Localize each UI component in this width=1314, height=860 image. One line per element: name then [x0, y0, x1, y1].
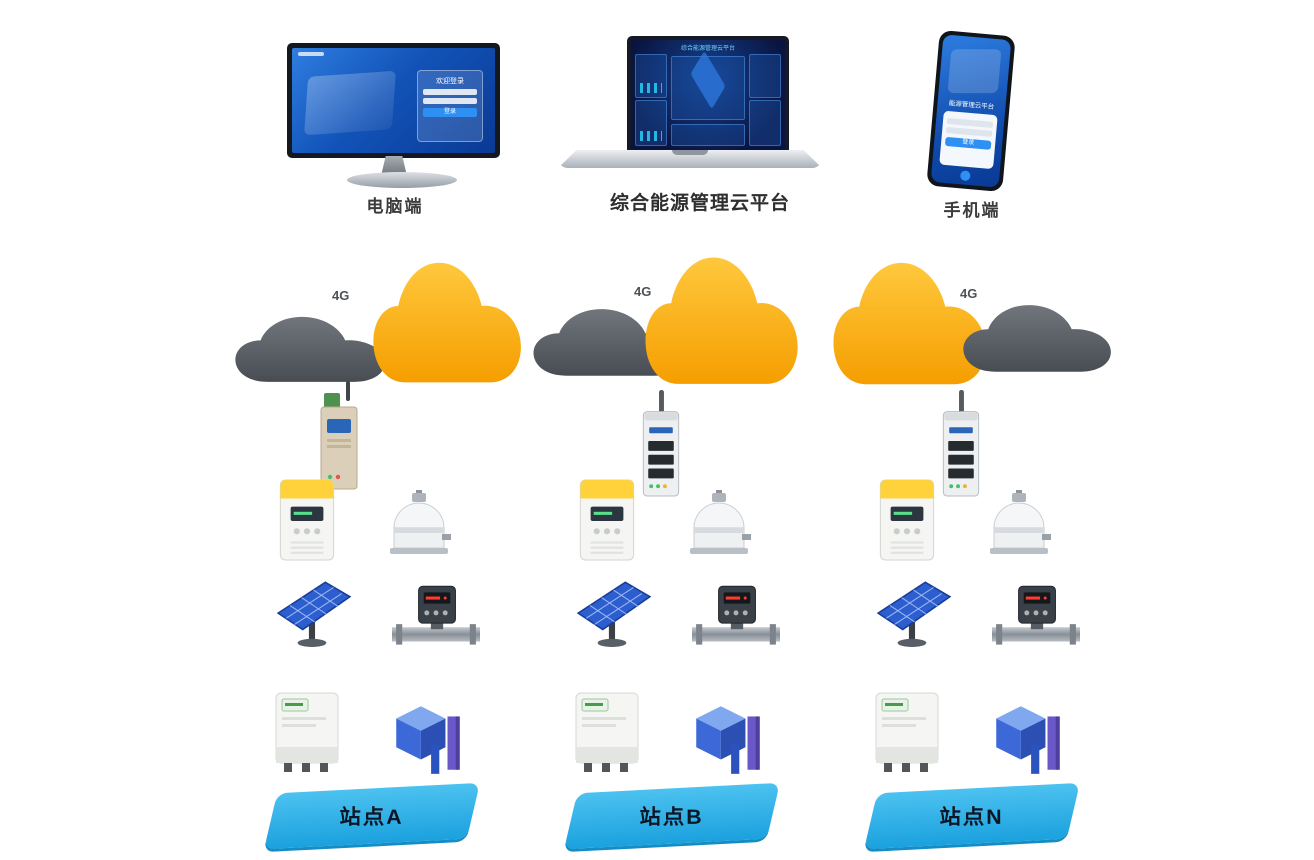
flow-meter-icon — [692, 580, 780, 656]
phone-username-field — [946, 117, 994, 128]
monitor-username-field — [423, 89, 477, 95]
phone-logo-dot — [959, 170, 971, 182]
laptop-center-bottom-panel — [671, 124, 745, 146]
controller-device-icon — [878, 478, 936, 562]
smartphone: 能源管理云平台 登录 — [926, 29, 1016, 193]
phone-login-card: 登录 — [939, 110, 998, 170]
network-type-label: 4G — [332, 288, 350, 303]
site-label: 站点A — [339, 806, 405, 829]
laptop: 综合能源管理云平台 — [627, 36, 789, 154]
monitor-screen: 欢迎登录 登录 — [292, 48, 495, 153]
laptop-hinge-notch — [672, 150, 708, 155]
heat-pump-icon — [686, 490, 752, 556]
network-type-label: 4G — [634, 284, 652, 299]
network-cluster-b: 4G — [528, 240, 828, 395]
site-platform: 站点B — [564, 782, 780, 850]
phone-screen: 能源管理云平台 登录 — [930, 34, 1012, 188]
yellow-cloud-icon — [640, 244, 805, 392]
site-platform: 站点N — [864, 782, 1080, 850]
monitor-password-field — [423, 98, 477, 104]
site-column-a: 站点A — [246, 470, 486, 855]
inverter-device-icon — [872, 690, 942, 778]
solar-panel-icon — [574, 570, 652, 648]
controller-device-icon — [578, 478, 636, 562]
laptop-left-panel — [635, 54, 667, 98]
phone-password-field — [945, 126, 993, 137]
monitor-screen-illustration — [304, 70, 396, 136]
phone-screen-illustration — [947, 49, 1002, 94]
storage-device-icon — [686, 702, 768, 776]
site-platform: 站点A — [264, 782, 480, 850]
storage-device-icon — [386, 702, 468, 776]
laptop-keyboard-deck — [558, 150, 822, 168]
inverter-device-icon — [572, 690, 642, 778]
laptop-right-panel — [749, 54, 781, 98]
monitor-caption: 电脑端 — [366, 197, 424, 216]
bar-chart-icon — [640, 131, 662, 141]
gray-cloud-icon — [958, 298, 1118, 376]
heat-pump-icon — [986, 490, 1052, 556]
laptop-screen-title: 综合能源管理云平台 — [680, 46, 735, 52]
isometric-map-icon — [690, 50, 726, 110]
storage-device-icon — [986, 702, 1068, 776]
solar-panel-icon — [274, 570, 352, 648]
solar-panel-icon — [874, 570, 952, 648]
phone-login-button: 登录 — [944, 136, 992, 150]
network-cluster-a: 4G — [230, 246, 530, 401]
bar-chart-icon — [640, 83, 662, 93]
heat-pump-icon — [386, 490, 452, 556]
laptop-right-panel-2 — [749, 100, 781, 146]
site-column-b: 站点B — [546, 470, 786, 855]
monitor-login-heading: 欢迎登录 — [436, 78, 464, 85]
controller-device-icon — [278, 478, 336, 562]
inverter-device-icon — [272, 690, 342, 778]
flow-meter-icon — [992, 580, 1080, 656]
site-label: 站点N — [939, 806, 1005, 829]
yellow-cloud-icon — [368, 250, 528, 390]
network-cluster-n: 4G — [818, 246, 1118, 401]
platform-title: 综合能源管理云平台 — [609, 193, 790, 214]
laptop-screen: 综合能源管理云平台 — [631, 40, 785, 150]
laptop-center-map-panel — [671, 50, 745, 120]
monitor-stand — [381, 156, 407, 176]
laptop-left-panel-2 — [635, 100, 667, 146]
monitor-base — [347, 172, 457, 188]
desktop-monitor: 欢迎登录 登录 — [287, 43, 500, 158]
monitor-login-panel: 欢迎登录 登录 — [417, 70, 483, 142]
site-column-n: 站点N — [846, 470, 1086, 855]
phone-screen-heading: 能源管理云平台 — [948, 100, 995, 111]
site-label: 站点B — [639, 806, 705, 829]
monitor-login-button: 登录 — [423, 108, 477, 117]
flow-meter-icon — [392, 580, 480, 656]
monitor-screen-logo — [298, 52, 324, 56]
phone-caption: 手机端 — [943, 201, 1001, 220]
network-type-label: 4G — [960, 286, 978, 301]
